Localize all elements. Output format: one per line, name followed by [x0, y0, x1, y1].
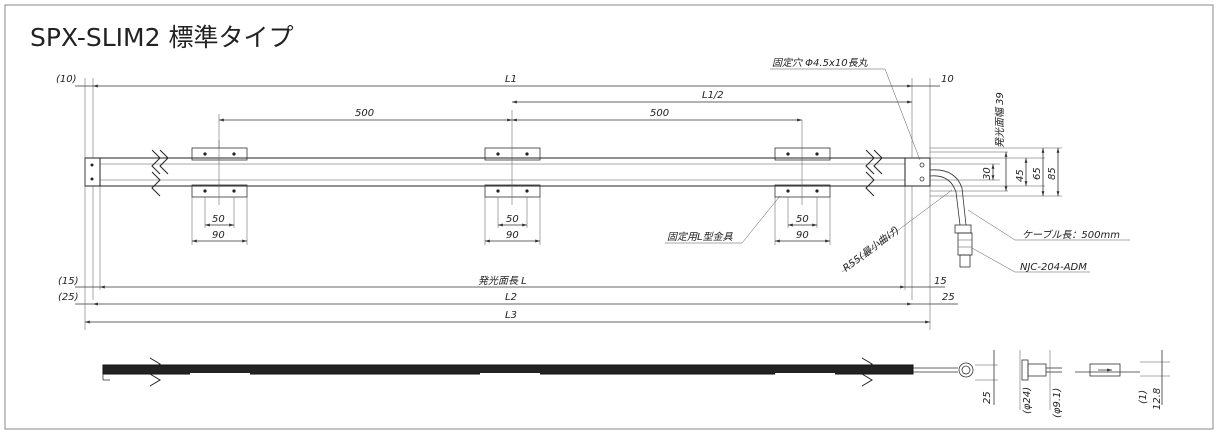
bracket-right [774, 120, 831, 205]
width-45-label: 45 [1015, 169, 1026, 182]
width-65-label: 65 [1032, 167, 1043, 180]
bracket-label-leader [741, 195, 781, 244]
light-bar-side-view [102, 357, 974, 387]
dia-91-label: (φ9.1) [1052, 388, 1063, 418]
fixing-hole-leader [884, 68, 921, 161]
outer-border [4, 4, 1214, 430]
bend-radius-leader [841, 189, 953, 273]
thickness-1-label: (1) [1138, 390, 1149, 404]
bracket-left-50: 50 [212, 214, 225, 225]
bend-radius-note: R55(最小曲げ) [841, 224, 902, 274]
l1-left-dim: (10) [56, 74, 77, 85]
bracket-center-50: 50 [506, 214, 519, 225]
bracket-left [191, 140, 248, 205]
emit-right-dim: 15 [934, 276, 947, 287]
connector-leader [971, 247, 1016, 273]
cable [929, 169, 973, 268]
l2-left-dim: (25) [58, 292, 79, 303]
cable-length-note: ケーブル長：500mm [1022, 229, 1120, 241]
bracket-right-90: 90 [796, 230, 809, 241]
cable-length-leader [967, 209, 1016, 241]
bracket-center [484, 110, 541, 205]
l1-right-dim: 10 [941, 74, 954, 85]
width-30-label: 30 [982, 167, 993, 180]
bracket-label: 固定用L型金具 [667, 231, 734, 243]
pitch-right-label: 500 [650, 108, 669, 119]
extension-lines [84, 78, 931, 330]
light-bar-top-view [84, 157, 931, 187]
pitch-left-label: 500 [355, 108, 374, 119]
width-85-label: 85 [1047, 167, 1058, 180]
l3-label: L3 [505, 310, 517, 321]
connector-note: NJC-204-ADM [1020, 262, 1087, 273]
connector-end-view [1019, 350, 1062, 410]
l2-right-dim: 25 [942, 292, 955, 303]
side-25-label: 25 [982, 391, 993, 404]
bracket-center-90: 90 [506, 230, 519, 241]
fixing-hole-note: 固定穴 Φ4.5x10長丸 [772, 57, 869, 69]
width-dims [930, 147, 1062, 197]
emit-left-dim: (15) [58, 276, 79, 287]
l1-label: L1 [505, 74, 517, 85]
bracket-right-50: 50 [796, 214, 809, 225]
side-view-dim-25 [975, 350, 998, 405]
dia-24-label: (φ24) [1022, 387, 1033, 414]
height-128-label: 12.8 [1152, 388, 1163, 410]
l2-label: L2 [505, 292, 517, 303]
l1-half-label: L1/2 [702, 90, 724, 101]
bracket-left-90: 90 [212, 230, 225, 241]
bracket-side-view [1075, 350, 1170, 405]
break-marks-top [151, 149, 883, 197]
drawing-title: SPX-SLIM2 標準タイプ [30, 23, 293, 52]
emit-length-label: 発光面長 L [478, 275, 527, 287]
bracket-dims [191, 197, 831, 245]
emit-width-label: 発光面幅 39 [994, 92, 1006, 148]
